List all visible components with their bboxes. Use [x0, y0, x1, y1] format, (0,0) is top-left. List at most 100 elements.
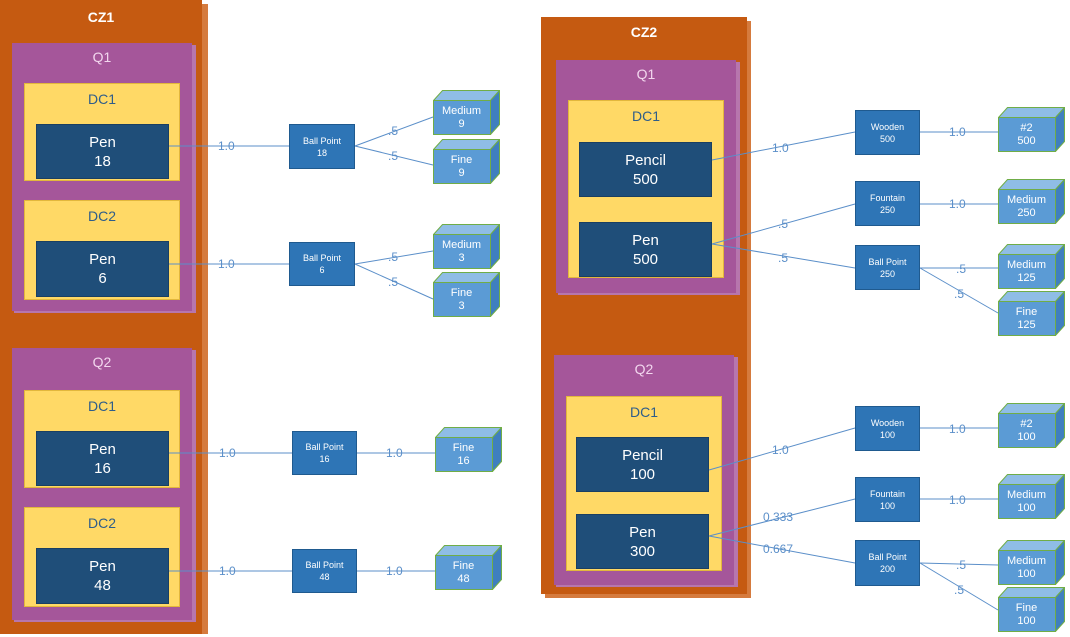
edge-line	[354, 145, 434, 166]
edge-line	[919, 562, 999, 566]
cz1-q1-dc1-pen[interactable]: Pen 18	[36, 124, 169, 179]
node-name: Ball Point	[305, 442, 344, 452]
cube-label: Fine 48	[435, 555, 492, 590]
cz1-q2-dc1-pen[interactable]: Pen 16	[36, 431, 169, 486]
type-node[interactable]: Ball Point 48	[292, 549, 357, 593]
cz1-title: CZ1	[87, 9, 115, 25]
cube-shape-icon	[997, 539, 1066, 586]
cz2-q1-title: Q1	[636, 66, 656, 82]
cube-label: Medium 125	[998, 254, 1055, 289]
cube-label: Fine 125	[998, 301, 1055, 336]
cz1-q1-title: Q1	[92, 49, 112, 65]
cube-label: #2 500	[998, 117, 1055, 152]
edge-label: 1.0	[949, 422, 966, 436]
variant-cube[interactable]: Medium 125	[997, 243, 1066, 290]
cube-shape-icon	[997, 106, 1066, 153]
variant-cube[interactable]: Fine 125	[997, 290, 1066, 337]
item-qty: 100	[629, 465, 656, 483]
variant-cube[interactable]: #2 500	[997, 106, 1066, 153]
edge-label: 1.0	[949, 493, 966, 507]
cz2-q2-dc1-title: DC1	[629, 404, 658, 420]
edge-label: 1.0	[218, 257, 235, 271]
variant-qty: 125	[1017, 271, 1036, 284]
edge-line	[919, 562, 999, 611]
variant-qty: 100	[1017, 614, 1036, 627]
edge-line	[708, 427, 856, 471]
type-node[interactable]: Ball Point 250	[855, 245, 920, 290]
type-node[interactable]: Ball Point 200	[855, 540, 920, 586]
variant-cube[interactable]: Medium 100	[997, 539, 1066, 586]
variant-qty: 100	[1017, 567, 1036, 580]
variant-cube[interactable]: Medium 250	[997, 178, 1066, 225]
cube-label: Fine 9	[433, 149, 490, 184]
edge-label: 1.0	[772, 443, 789, 457]
node-qty: 500	[879, 133, 896, 144]
variant-cube[interactable]: Fine 3	[432, 271, 501, 318]
cz2-q2-title: Q2	[634, 361, 654, 377]
type-node[interactable]: Wooden 100	[855, 406, 920, 451]
cz1-q2-title: Q2	[92, 354, 112, 370]
node-name: Ball Point	[302, 253, 342, 263]
item-name: Pencil	[622, 446, 663, 464]
cz1-q2-dc2-title: DC2	[87, 515, 116, 531]
variant-cube[interactable]: Medium 3	[432, 223, 501, 270]
edge-label: 0.333	[763, 510, 793, 524]
variant-cube[interactable]: Fine 100	[997, 586, 1066, 633]
cube-shape-icon	[997, 473, 1066, 520]
cube-label: Fine 100	[998, 597, 1055, 632]
cz2-q2-dc1-pencil[interactable]: Pencil 100	[576, 437, 709, 492]
type-node[interactable]: Fountain 100	[855, 477, 920, 522]
edge-label: 1.0	[219, 564, 236, 578]
item-qty: 18	[94, 152, 111, 170]
cz2-q1-dc1-pencil[interactable]: Pencil 500	[579, 142, 712, 197]
variant-qty: 500	[1017, 134, 1036, 147]
cz1-q2-dc2-pen[interactable]: Pen 48	[36, 548, 169, 604]
item-qty: 16	[94, 459, 111, 477]
type-node[interactable]: Ball Point 18	[289, 124, 355, 169]
cz2-q1-dc1-pen[interactable]: Pen 500	[579, 222, 712, 277]
variant-cube[interactable]: #2 100	[997, 402, 1066, 449]
cube-label: Fine 3	[433, 282, 490, 317]
item-qty: 500	[632, 250, 659, 268]
edge-label: .5	[778, 251, 788, 265]
variant-name: Medium	[1006, 258, 1047, 271]
variant-name: Medium	[1006, 193, 1047, 206]
cube-shape-icon	[997, 243, 1066, 290]
type-node[interactable]: Fountain 250	[855, 181, 920, 226]
item-name: Pen	[632, 231, 659, 249]
item-qty: 6	[98, 270, 107, 287]
variant-name: #2	[1020, 417, 1033, 430]
variant-cube[interactable]: Medium 9	[432, 89, 501, 136]
node-name: Wooden	[870, 417, 905, 428]
cz2-q1-dc1-title: DC1	[631, 108, 660, 124]
cube-shape-icon	[432, 271, 501, 318]
variant-qty: 3	[458, 299, 465, 312]
edge-line	[354, 263, 434, 300]
item-name: Pen	[89, 558, 116, 575]
type-node[interactable]: Ball Point 16	[292, 431, 357, 475]
variant-name: Fine	[1015, 305, 1038, 318]
item-qty: 300	[629, 542, 656, 560]
edge-label: 1.0	[219, 446, 236, 460]
edge-line	[354, 250, 434, 265]
variant-cube[interactable]: Fine 9	[432, 138, 501, 185]
cube-shape-icon	[434, 544, 503, 591]
cz1-q1-dc2-pen[interactable]: Pen 6	[36, 241, 169, 297]
edge-line	[354, 116, 434, 147]
variant-name: #2	[1020, 121, 1033, 134]
type-node[interactable]: Ball Point 6	[289, 242, 355, 286]
node-name: Ball Point	[302, 135, 342, 146]
variant-cube[interactable]: Fine 16	[434, 426, 503, 473]
variant-cube[interactable]: Fine 48	[434, 544, 503, 591]
edge-label: .5	[388, 149, 398, 163]
edge-label: .5	[388, 275, 398, 289]
cz2-q2-dc1-pen[interactable]: Pen 300	[576, 514, 709, 569]
variant-cube[interactable]: Medium 100	[997, 473, 1066, 520]
item-name: Pen	[89, 251, 116, 268]
edge-label: .5	[388, 250, 398, 264]
edge-label: 1.0	[949, 197, 966, 211]
type-node[interactable]: Wooden 500	[855, 110, 920, 155]
variant-qty: 9	[458, 117, 465, 130]
variant-name: Medium	[1006, 488, 1047, 501]
